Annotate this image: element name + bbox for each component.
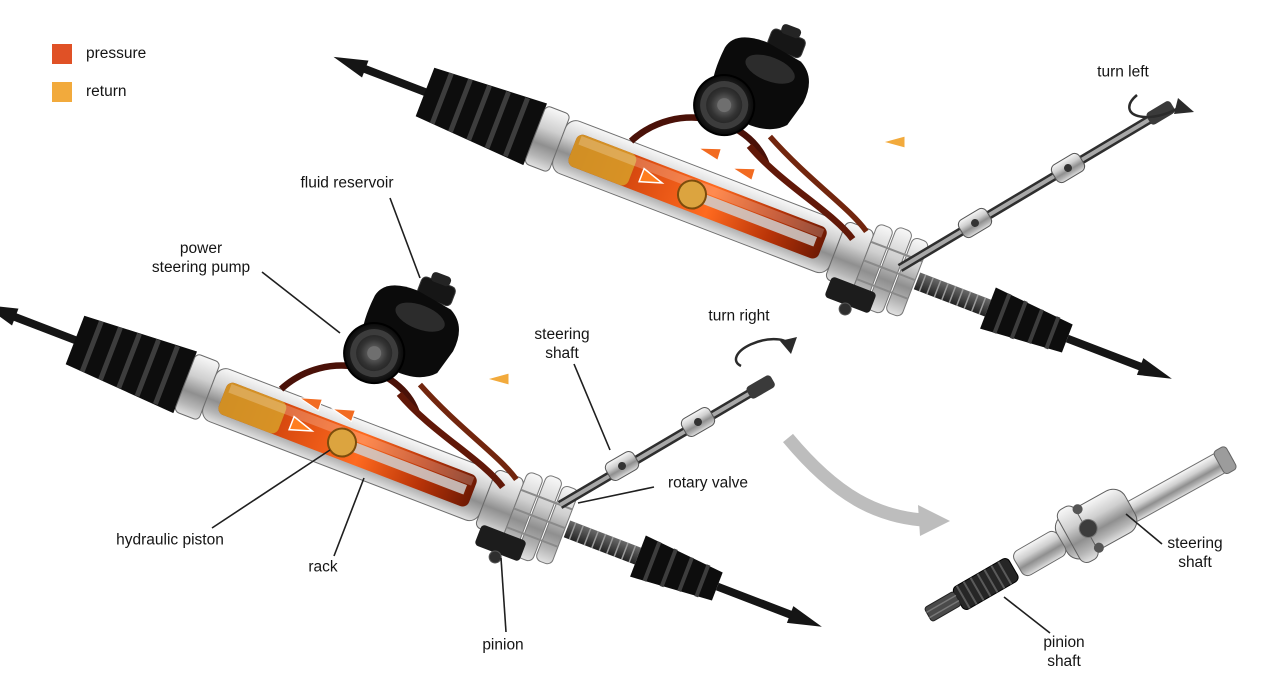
- u-joint-knuckle: [957, 207, 993, 239]
- turn-left-rotation-arrow-icon: [1128, 94, 1185, 119]
- leader-fluid-reservoir: [389, 197, 421, 279]
- turn-right-arrowhead-icon: [780, 337, 797, 354]
- detail-u-joint-yoke: [1054, 488, 1138, 563]
- detail-steering-shaft: [1124, 446, 1237, 522]
- leader-rack: [333, 477, 365, 557]
- label-fluid-reservoir: fluid reservoir: [300, 174, 394, 192]
- steering-shaft-top: [897, 94, 1194, 272]
- detail-callout-arrow-icon: [783, 433, 950, 536]
- return-flow-arrow-icon: [882, 135, 906, 149]
- leader-hydraulic-piston: [211, 449, 331, 529]
- leader-pinion: [500, 557, 507, 633]
- label-rack: rack: [308, 558, 338, 576]
- turn-left-arrowhead-icon: [1174, 98, 1194, 114]
- legend-label-return: return: [86, 83, 127, 100]
- label-power-steering-pump: power steering pump: [151, 240, 251, 276]
- detail-pinion-shaft: [952, 558, 1019, 610]
- leader-detail-pinion-shaft: [1003, 596, 1051, 634]
- return-swatch-icon: [52, 82, 72, 102]
- u-joint-knuckle: [604, 451, 640, 481]
- return-flow-arrow-icon: [486, 372, 510, 386]
- label-detail-pinion-shaft: pinion shaft: [1043, 634, 1085, 670]
- legend-item-pressure: pressure: [52, 44, 146, 64]
- legend-label-pressure: pressure: [86, 45, 147, 62]
- label-steering-shaft: steering shaft: [534, 326, 590, 362]
- pressure-swatch-icon: [52, 44, 72, 64]
- label-detail-steering-shaft: steering shaft: [1167, 535, 1223, 571]
- u-joint-knuckle: [1050, 152, 1086, 184]
- steering-column-stub: [1146, 101, 1175, 125]
- legend-item-return: return: [52, 82, 146, 102]
- u-joint-knuckle: [680, 407, 716, 437]
- cross-pin: [1078, 518, 1098, 538]
- label-turn-left: turn left: [1097, 63, 1149, 81]
- u-joint-detail-view: [924, 446, 1237, 622]
- label-hydraulic-piston: hydraulic piston: [116, 531, 224, 549]
- leader-steering-shaft: [573, 363, 611, 451]
- steering-shaft-bottom: [557, 337, 797, 509]
- leader-detail-steering-shaft: [1125, 513, 1163, 545]
- detail-splined-tip: [924, 591, 961, 622]
- legend: pressure return: [52, 44, 146, 120]
- steering-column-stub: [746, 375, 775, 399]
- turn-right-rotation-arrow-icon: [734, 337, 790, 368]
- label-turn-right: turn right: [708, 307, 770, 325]
- detail-shaft-collar: [1013, 530, 1067, 577]
- label-pinion: pinion: [482, 636, 524, 654]
- leader-lines: [211, 197, 1163, 634]
- leader-rotary-valve: [577, 486, 655, 504]
- leader-power-steering-pump: [261, 271, 341, 334]
- pressure-flow-arrow-icon: [730, 161, 756, 181]
- label-rotary-valve: rotary valve: [667, 474, 749, 492]
- pressure-flow-arrow-icon: [696, 141, 722, 161]
